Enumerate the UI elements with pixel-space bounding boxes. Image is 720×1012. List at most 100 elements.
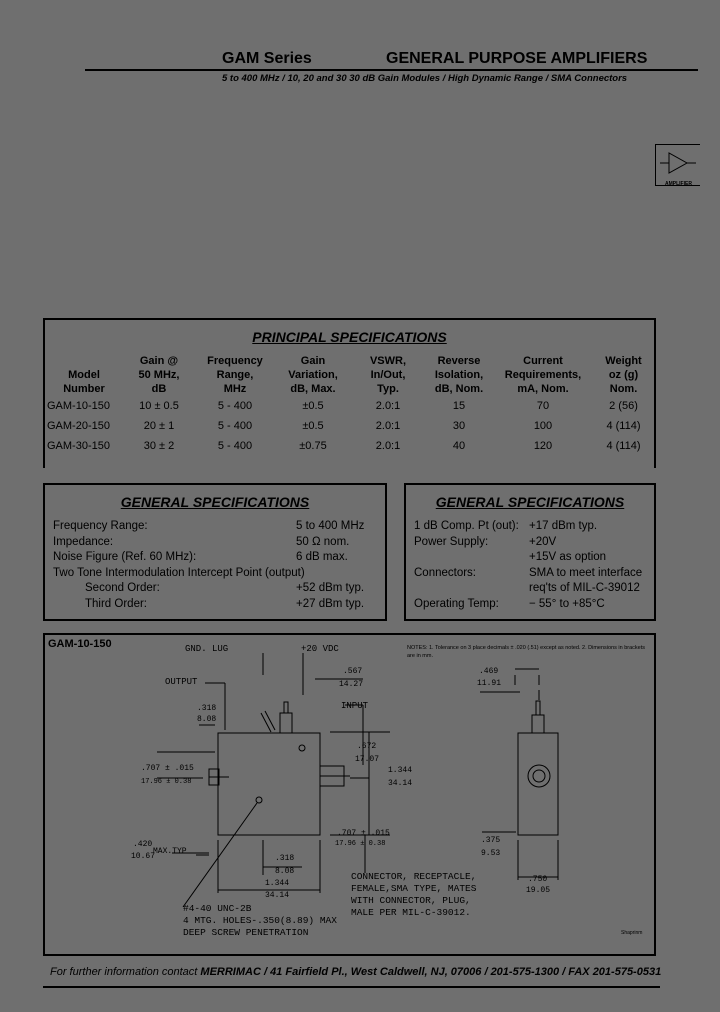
dim-750: .750 xyxy=(528,875,548,884)
spec-col-header-line: In/Out, xyxy=(370,369,406,381)
spec-col-header-line: Variation, xyxy=(288,369,338,381)
dim-707-b: .707 ± .015 xyxy=(337,829,390,838)
spec-col-header-line: Frequency xyxy=(207,355,263,367)
series-title: GAM Series xyxy=(222,50,312,67)
spec-col-header-line: dB, Nom. xyxy=(434,383,484,395)
spec-item: Second Order: +52 dBm typ. xyxy=(53,581,383,597)
spec-col-header-line: VSWR, xyxy=(369,355,407,367)
dim-1707: 17.07 xyxy=(355,755,380,764)
spec-cell: 2.0:1 xyxy=(375,440,401,452)
drawing-model-label: GAM-10-150 xyxy=(48,638,112,650)
spec-col-header-line: oz (g) xyxy=(608,369,639,381)
drawing-notes: NOTES: 1. Tolerance on 3 place decimals … xyxy=(407,645,646,659)
holes-note-line: DEEP SCREW PENETRATION xyxy=(183,927,309,938)
connector-note-line: WITH CONNECTOR, PLUG, xyxy=(351,895,471,906)
spec-cell: ±0.5 xyxy=(302,400,324,412)
dim-1067: 10.67 xyxy=(131,852,156,861)
spec-col-header-line: Reverse xyxy=(437,355,481,367)
dim-808-a: 8.08 xyxy=(197,715,217,724)
mtg-hole xyxy=(298,744,306,752)
spec-item: +15V as option xyxy=(414,550,654,566)
spec-cell: 5 - 400 xyxy=(217,420,253,432)
spec-value: +20V xyxy=(529,535,557,548)
spec-cell: 70 xyxy=(536,400,550,412)
spec-cell: 30 ± 2 xyxy=(143,440,175,452)
spec-item: Connectors:SMA to meet interface xyxy=(414,566,654,582)
dim-469: .469 xyxy=(479,667,499,676)
outline-drawing-panel: GAM-10-150 NOTES: 1. Tolerance on 3 plac… xyxy=(43,633,656,956)
dim-567: .567 xyxy=(343,667,363,676)
spec-item: Noise Figure (Ref. 60 MHz):6 dB max. xyxy=(53,550,383,566)
dim-420: .420 xyxy=(133,840,153,849)
dim-3414-a: 34.14 xyxy=(388,779,413,788)
spec-cell: 100 xyxy=(533,420,553,432)
spec-value: +15V as option xyxy=(529,551,607,564)
spec-item: req'ts of MIL-C-39012 xyxy=(414,581,654,597)
general-specs-right-list: 1 dB Comp. Pt (out):+17 dBm typ.Power Su… xyxy=(414,519,654,613)
dim-maxtyp: MAX.TYP xyxy=(153,847,187,856)
spec-label: Second Order: xyxy=(85,582,160,595)
spec-cell: 2.0:1 xyxy=(375,420,401,432)
dim-1344-b: 1.344 xyxy=(265,879,290,888)
dim-1905: 19.05 xyxy=(526,886,551,895)
footer-rule xyxy=(43,986,660,988)
dim-707-a: .707 ± .015 xyxy=(141,764,194,773)
spec-label: 1 dB Comp. Pt (out): xyxy=(414,520,519,532)
page-title: GENERAL PURPOSE AMPLIFIERS xyxy=(386,50,648,67)
side-view-housing xyxy=(517,732,559,836)
contact-footer: For further information contact MERRIMAC… xyxy=(50,966,661,978)
spec-col-header-line: Nom. xyxy=(609,383,638,395)
amplifier-icon xyxy=(660,152,696,174)
dim-1427: 14.27 xyxy=(339,680,364,689)
spec-cell: 30 xyxy=(452,420,466,432)
dim-1191: 11.91 xyxy=(477,679,502,688)
spec-cell: 2 (56) xyxy=(609,400,638,412)
spec-cell: 10 ± 0.5 xyxy=(139,400,179,412)
vdc-label: +20 VDC xyxy=(301,644,339,654)
dim-1796-a: 17.96 ± 0.38 xyxy=(141,778,192,786)
spec-item: Power Supply:+20V xyxy=(414,535,654,551)
spec-cell: 40 xyxy=(452,440,466,452)
outline-drawing xyxy=(157,653,559,908)
spec-col-header-line: Number xyxy=(63,383,105,395)
spec-col-header: Gain @50 MHz,dB xyxy=(123,354,195,396)
spec-cell: ±0.75 xyxy=(299,440,327,452)
spec-col-header-line: Model xyxy=(68,369,100,381)
spec-value: 50 Ω nom. xyxy=(296,535,350,548)
output-label: OUTPUT xyxy=(165,677,198,687)
spec-col-header-line: Isolation, xyxy=(434,369,484,381)
spec-label: Connectors: xyxy=(414,566,477,579)
holes-note-line: 4 MTG. HOLES-.350(8.89) MAX xyxy=(183,915,337,926)
mtg-hole xyxy=(255,796,263,804)
spec-value: req'ts of MIL-C-39012 xyxy=(529,582,640,595)
spec-value: +27 dBm typ. xyxy=(296,597,365,610)
spec-value: 6 dB max. xyxy=(296,551,348,564)
spec-value: 5 to 400 MHz xyxy=(296,520,365,532)
dim-318-a: .318 xyxy=(197,704,217,713)
dim-3414-b: 34.14 xyxy=(265,891,290,900)
spec-col-header-line: Weight xyxy=(605,355,642,367)
spec-col-header-line: dB, Max. xyxy=(290,383,336,395)
spec-col-header-line: Gain @ xyxy=(139,355,179,367)
spec-label: Frequency Range: xyxy=(53,520,148,532)
dim-672: .672 xyxy=(357,742,377,751)
spec-value: − 55° to +85°C xyxy=(529,597,605,610)
side-view-connector xyxy=(527,764,551,788)
general-specs-left-title: GENERAL SPECIFICATIONS xyxy=(120,494,310,510)
dim-375: .375 xyxy=(481,836,501,845)
spec-col-header-line: Typ. xyxy=(377,383,399,395)
spec-cell: 15 xyxy=(452,400,466,412)
drawing-tag: Shaprinm xyxy=(621,930,643,936)
spec-item: 1 dB Comp. Pt (out):+17 dBm typ. xyxy=(414,519,654,535)
spec-value: +52 dBm typ. xyxy=(296,582,365,595)
dim-1796-b: 17.96 ± 0.38 xyxy=(335,840,386,848)
spec-col-header-line: Gain xyxy=(300,355,326,367)
connector-note-line: FEMALE,SMA TYPE, MATES xyxy=(351,883,477,894)
spec-item: Operating Temp:− 55° to +85°C xyxy=(414,597,654,613)
